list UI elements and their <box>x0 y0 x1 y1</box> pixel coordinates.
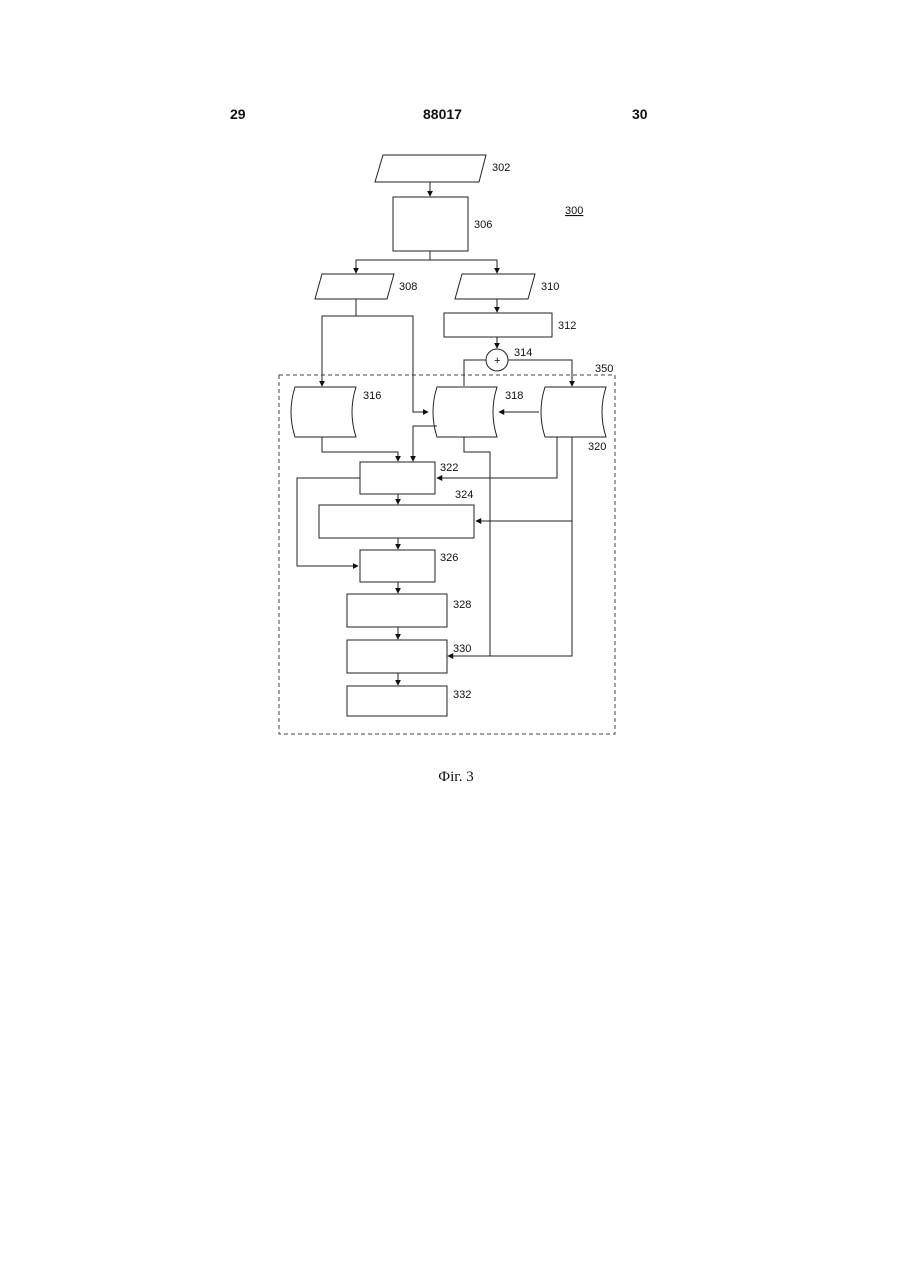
block-332 <box>347 686 447 716</box>
label-320: 320 <box>588 441 606 453</box>
block-302 <box>375 155 486 182</box>
storage-316 <box>291 387 356 437</box>
label-326: 326 <box>440 552 458 564</box>
storage-320 <box>541 387 606 437</box>
block-326 <box>360 550 435 582</box>
storage-318 <box>433 387 497 437</box>
label-332: 332 <box>453 689 471 701</box>
label-328: 328 <box>453 599 471 611</box>
label-316: 316 <box>363 390 381 402</box>
block-330 <box>347 640 447 673</box>
block-306 <box>393 197 468 251</box>
label-302: 302 <box>492 162 510 174</box>
figure-caption: Фіг. 3 <box>0 769 900 786</box>
flowchart-diagram: 300 350 302 306 308 310 312 314 + 316 31… <box>0 0 900 800</box>
block-312 <box>444 313 552 337</box>
label-322: 322 <box>440 462 458 474</box>
label-312: 312 <box>558 320 576 332</box>
label-318: 318 <box>505 390 523 402</box>
label-308: 308 <box>399 281 417 293</box>
block-308 <box>315 274 394 299</box>
label-310: 310 <box>541 281 559 293</box>
block-328 <box>347 594 447 627</box>
block-324 <box>319 505 474 538</box>
junction-symbol: + <box>494 355 500 367</box>
block-322 <box>360 462 435 494</box>
block-310 <box>455 274 535 299</box>
label-306: 306 <box>474 219 492 231</box>
region-label-350: 350 <box>595 363 613 375</box>
flow-connectors <box>297 182 572 685</box>
label-324: 324 <box>455 489 473 501</box>
figure-reference-label: 300 <box>565 205 583 217</box>
label-314: 314 <box>514 347 532 359</box>
label-330: 330 <box>453 643 471 655</box>
